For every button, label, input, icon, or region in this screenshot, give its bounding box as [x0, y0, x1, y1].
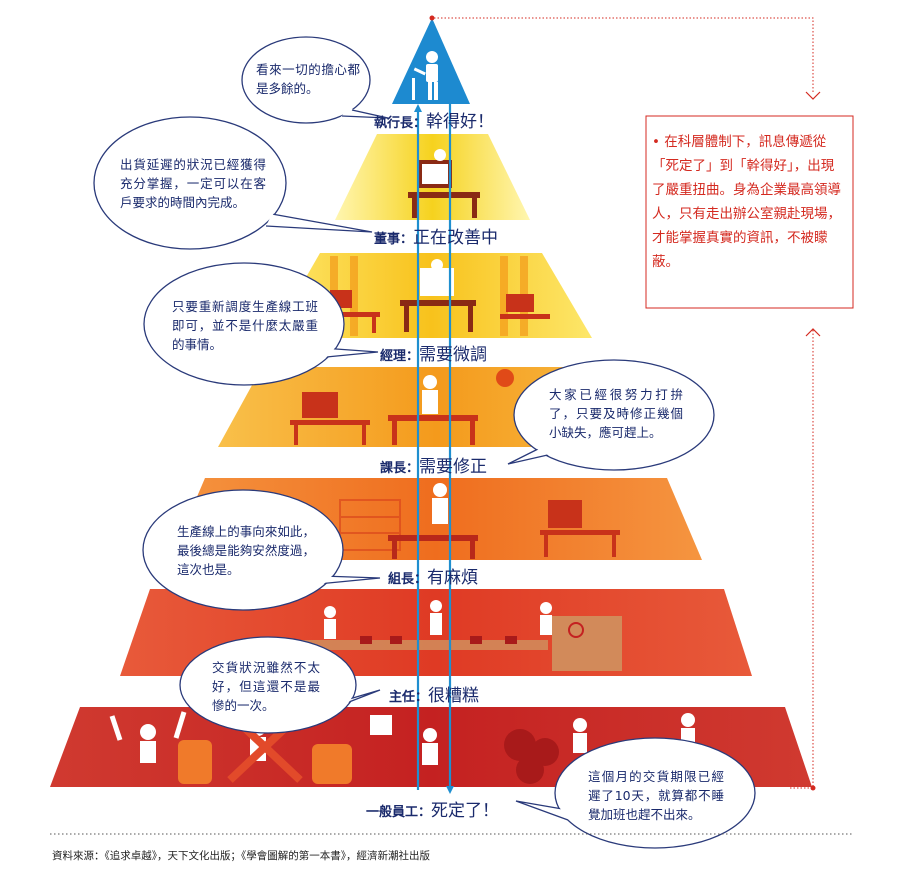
bubble-text-director: 出貨延遲的狀況已經獲得充分掌握，一定可以在客戶要求的時間內完成。 — [120, 157, 266, 210]
bubble-text-section-chief: 大家已經很努力打拚了，只要及時修正幾個小缺失，應可趕上。 — [549, 387, 683, 440]
level-role: 一般員工 — [366, 805, 419, 820]
level-ceo-band — [392, 18, 470, 104]
level-role: 組長 — [388, 572, 415, 587]
level-phrase: 需要微調 — [419, 345, 488, 365]
bubble-text-manager: 只要重新調度生產線工班即可，並不是什麼太嚴重的事情。 — [172, 299, 318, 352]
level-label-section-chief: 課長：需要修正 — [380, 457, 488, 477]
bubble-text-group-leader: 生產線上的事向來如此，最後總是能夠安然度過，這次也是。 — [177, 524, 315, 577]
chevron-up-icon — [805, 328, 821, 337]
level-director-band — [335, 134, 530, 220]
level-phrase: 死定了！ — [431, 801, 500, 821]
level-role: 經理 — [380, 349, 407, 364]
information-flow-arrows — [414, 104, 454, 794]
level-phrase: 需要修正 — [419, 457, 488, 477]
level-label-ceo: 執行長：幹得好！ — [374, 112, 495, 132]
group-leader-office-icon — [339, 483, 620, 559]
level-role: 董事 — [374, 232, 401, 247]
level-label-director: 董事：正在改善中 — [374, 228, 499, 248]
chevron-down-icon — [805, 91, 821, 100]
bubble-text-ceo: 看來一切的擔心都是多餘的。 — [256, 62, 360, 96]
level-manager-band — [271, 253, 592, 338]
level-label-group-leader: 組長：有麻煩 — [388, 568, 479, 588]
bubble-text-supervisor: 交貨狀況雖然不太好，但這還不是最慘的一次。 — [212, 660, 320, 713]
bubble-text-staff: 這個月的交貨期限已經遲了10天，就算都不睡覺加班也趕不出來。 — [588, 769, 724, 822]
manager-office-icon — [324, 259, 550, 333]
level-role: 主任 — [389, 690, 416, 705]
director-desk-icon — [408, 149, 480, 218]
supervisor-factory-icon — [258, 600, 622, 671]
level-label-staff: 一般員工：死定了！ — [366, 801, 500, 821]
level-role: 執行長 — [374, 116, 414, 131]
red-bracket — [434, 17, 814, 789]
level-label-manager: 經理：需要微調 — [380, 345, 488, 365]
note-box — [645, 115, 854, 309]
section-chief-office-icon — [290, 369, 514, 445]
level-phrase: 正在改善中 — [413, 228, 499, 248]
level-label-supervisor: 主任：很糟糕 — [389, 686, 480, 706]
ceo-figure-icon — [412, 51, 438, 100]
source-citation: 資料來源：《追求卓越》，天下文化出版；《學會圖解的第一本書》，經濟新潮社出版 — [52, 850, 430, 862]
level-role: 課長 — [380, 461, 407, 476]
level-phrase: 幹得好！ — [426, 112, 495, 132]
level-phrase: 很糟糕 — [428, 686, 480, 706]
note-text: • 在科層體制下，訊息傳遞從「死定了」到「幹得好」，出現了嚴重扭曲。身為企業最高… — [652, 134, 841, 270]
level-phrase: 有麻煩 — [427, 568, 479, 588]
